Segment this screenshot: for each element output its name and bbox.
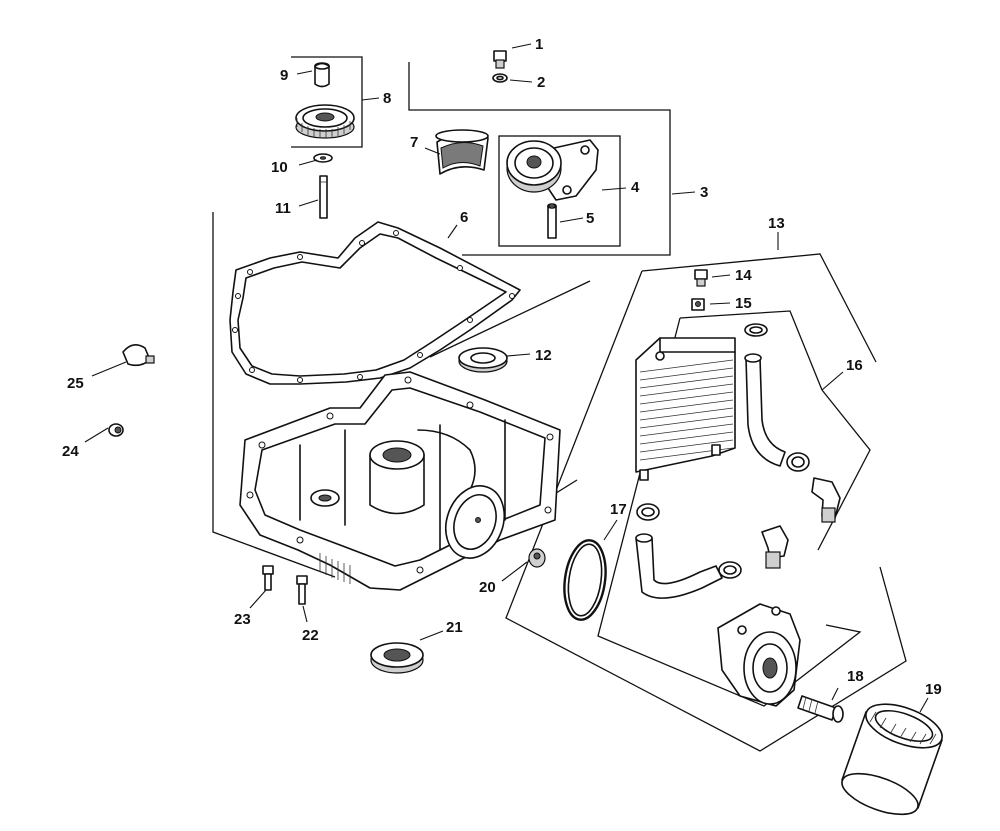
part-22-bolt [296, 575, 308, 605]
part-25-oil-switch [122, 344, 155, 367]
callout-11: 11 [275, 200, 291, 217]
callout-19: 19 [925, 681, 942, 698]
callout-6: 6 [460, 209, 468, 226]
part-4-oil-pump [506, 139, 599, 201]
callout-24: 24 [62, 443, 79, 460]
callout-12: 12 [535, 347, 552, 364]
callout-22: 22 [302, 627, 319, 644]
part-11-shaft [319, 175, 328, 219]
part-14-plug [694, 269, 708, 287]
callout-3: 3 [700, 184, 708, 201]
oil-cooler [635, 323, 841, 707]
oil-pan-housing [239, 371, 561, 591]
callout-23: 23 [234, 611, 251, 628]
part-2-washer [492, 73, 508, 83]
part-1-plug [493, 50, 507, 69]
part-9-pin [314, 62, 330, 88]
callout-21: 21 [446, 619, 463, 636]
callout-7: 7 [410, 134, 418, 151]
callout-18: 18 [847, 668, 864, 685]
part-24-plug [108, 423, 124, 437]
callout-1: 1 [535, 36, 543, 53]
leader-lines [84, 43, 929, 713]
part-17-o-ring [563, 539, 607, 621]
callout-2: 2 [537, 74, 545, 91]
part-21-seal [370, 642, 424, 674]
callout-9: 9 [280, 67, 288, 84]
callout-16: 16 [846, 357, 863, 374]
part-10-washer [313, 153, 333, 163]
callout-25: 25 [67, 375, 84, 392]
callout-20: 20 [479, 579, 496, 596]
callout-15: 15 [735, 295, 752, 312]
part-19-oil-filter [841, 703, 943, 816]
part-20-nut [528, 548, 546, 568]
callout-17: 17 [610, 501, 627, 518]
callout-8: 8 [383, 90, 391, 107]
callout-labels: 1 2 3 4 5 6 7 8 9 10 11 12 13 14 15 16 1… [62, 36, 942, 698]
part-8-gear [295, 104, 355, 139]
part-12-seal [458, 347, 508, 373]
callout-14: 14 [735, 267, 752, 284]
callout-5: 5 [586, 210, 594, 227]
callout-10: 10 [271, 159, 288, 176]
part-6-gasket [229, 221, 521, 385]
part-23-bolt [262, 565, 274, 591]
part-18-nipple [797, 695, 844, 723]
callout-4: 4 [631, 179, 640, 196]
part-15-washer [691, 298, 705, 311]
part-7-strainer [435, 129, 489, 175]
callout-13: 13 [768, 215, 785, 232]
part-5-pin [547, 203, 557, 239]
